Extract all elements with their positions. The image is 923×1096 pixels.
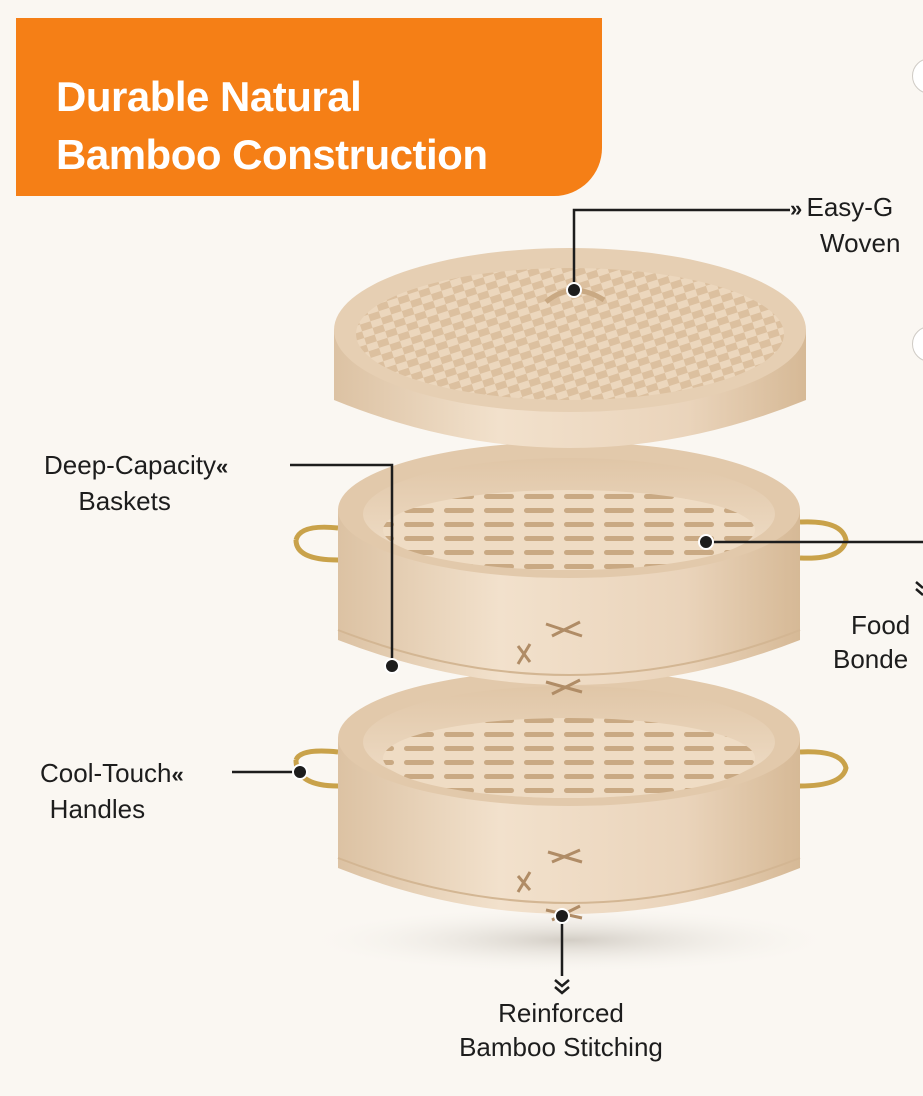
bottom-left-handle [293,748,339,762]
lid-leader-line [572,208,790,290]
title-banner: Durable Natural Bamboo Construction [16,18,602,196]
callout-food-line-1: Food [851,610,911,640]
banner-title-line-1: Durable Natural [56,73,362,120]
callout-handles: Cool-Touch« Handles [40,756,184,826]
callout-lines [232,208,923,976]
middle-stitching [516,620,583,696]
double-chevron-down-icon [915,581,923,596]
bottom-basket [293,670,849,922]
bottom-right-handle [799,749,849,789]
callout-stitching-line-2: Bamboo Stitching [459,1032,663,1062]
callout-baskets-line-1: Deep-Capacity [44,450,216,480]
steamer-lid [334,248,806,448]
callout-baskets: Deep-Capacity« Baskets [44,448,228,518]
callout-stitching-line-1: Reinforced [498,998,624,1028]
banner-title-line-2: Bamboo Construction [56,131,488,178]
double-chevron-right-icon: » [790,196,802,221]
callout-lid: » Easy-G Woven [790,190,900,260]
callout-food-line-2: Bonde [833,644,909,674]
double-chevron-left-icon: « [215,454,228,479]
middle-basket [293,442,849,696]
middle-right-handle [799,519,849,561]
callout-handles-line-2: Handles [49,794,146,824]
banner-title: Durable Natural Bamboo Construction [56,68,488,184]
callout-food: Food Bonde [833,608,910,676]
callout-lid-line-2: Woven [820,228,901,258]
middle-left-handle [293,524,339,541]
callout-baskets-line-2: Baskets [78,486,171,516]
baskets-leader-line [290,463,394,666]
callout-stitching: Reinforced Bamboo Stitching [433,996,689,1064]
floor-shadow [300,906,840,974]
callout-lid-line-1: Easy-G [806,192,894,222]
double-chevron-down-icon [554,979,570,995]
double-chevron-left-icon: « [171,762,184,787]
callout-handles-line-1: Cool-Touch [40,758,172,788]
callout-dots [292,282,714,924]
